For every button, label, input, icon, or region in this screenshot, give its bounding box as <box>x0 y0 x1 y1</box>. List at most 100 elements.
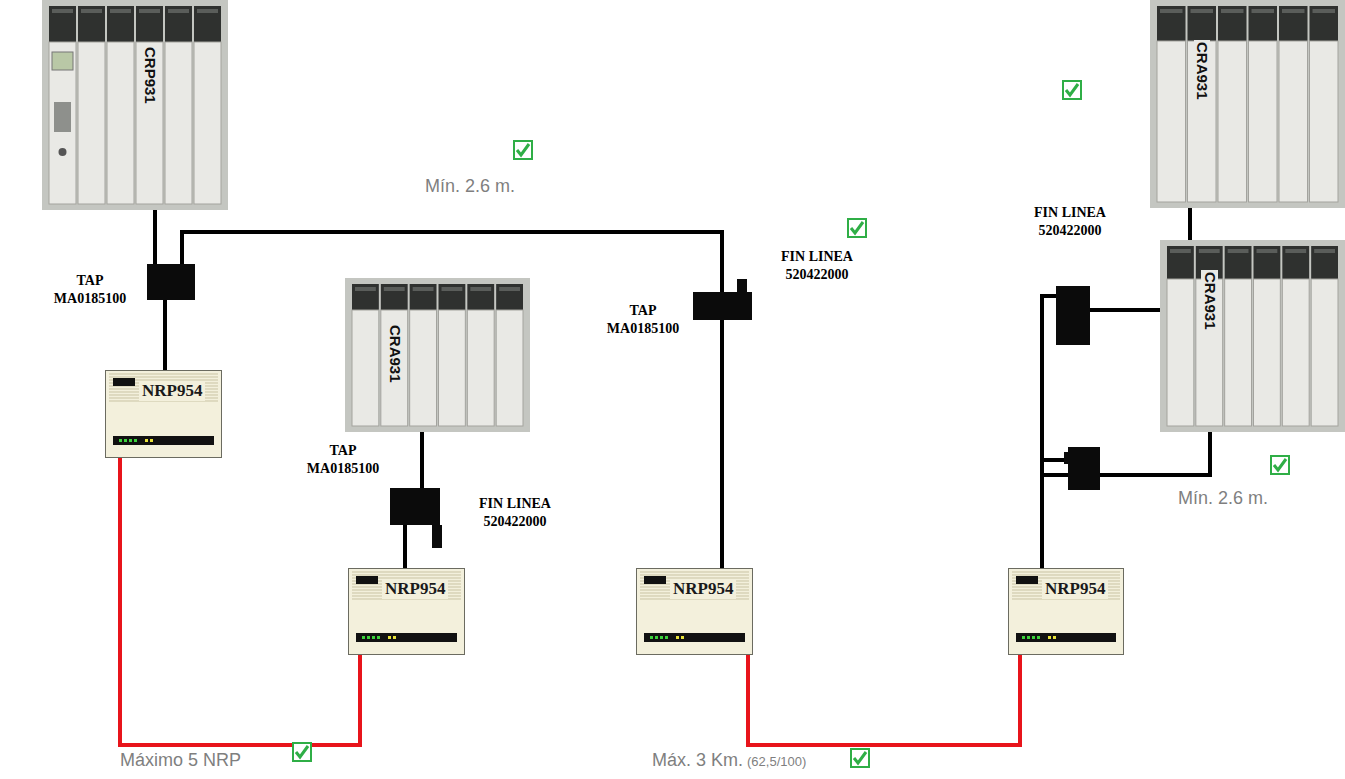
rack-photo <box>345 278 530 432</box>
led-bar <box>644 633 745 642</box>
check-box <box>851 749 869 767</box>
status-led <box>1037 636 1040 639</box>
module-highlight <box>81 9 102 13</box>
part-number: FIN LINEA 520422000 <box>1020 204 1120 239</box>
modbus-plus-cable <box>1042 296 1056 568</box>
module-body <box>410 310 437 426</box>
module-head <box>496 284 523 310</box>
check-mark <box>851 749 869 767</box>
module-head <box>107 6 134 42</box>
check-tick <box>517 144 529 155</box>
case-vent <box>352 575 461 576</box>
module-body <box>1225 279 1252 426</box>
device-name: NRP954 <box>139 382 205 401</box>
led-bar <box>113 436 214 445</box>
module-head <box>1188 6 1217 41</box>
case-vent <box>109 374 218 375</box>
check-box <box>1063 81 1081 99</box>
note-label: Máx. 3 Km. <box>652 750 743 772</box>
status-led <box>1022 636 1025 639</box>
modbus-plus-cable <box>153 210 157 264</box>
check-box <box>293 743 311 761</box>
module-body <box>78 42 105 204</box>
module-highlight <box>1170 249 1191 253</box>
status-led <box>134 439 137 442</box>
device-name: NRP954 <box>382 580 448 599</box>
module-body <box>1311 279 1338 426</box>
status-led <box>362 636 365 639</box>
module-led <box>59 148 67 156</box>
plc-rack-art <box>42 0 228 210</box>
status-led <box>388 636 391 639</box>
junction-tap-port <box>1064 452 1070 464</box>
check-box <box>848 219 866 237</box>
device-name: NRP954 <box>670 580 736 599</box>
part-number: FIN LINEA 520422000 <box>465 495 565 530</box>
module-body <box>49 42 76 204</box>
check-mark <box>1271 456 1289 474</box>
module-head <box>1311 246 1338 279</box>
module-name: CRA931 <box>1194 40 1211 102</box>
module-head <box>1254 246 1281 279</box>
check-tick <box>296 746 308 757</box>
status-led <box>393 636 396 639</box>
module-body <box>352 310 379 426</box>
module-name: CRA931 <box>386 323 403 385</box>
module-body <box>136 42 163 204</box>
junction-tap <box>1068 447 1100 490</box>
module-head <box>1279 6 1308 41</box>
note-label: Máximo 5 NRP <box>120 750 241 772</box>
module-highlight <box>1228 249 1249 253</box>
tap-connector: TAP MA0185100 <box>693 292 752 320</box>
status-led <box>150 439 153 442</box>
module-body <box>496 310 523 426</box>
status-led <box>650 636 653 639</box>
module-head <box>165 6 192 42</box>
device-name: NRP954 <box>1042 580 1108 599</box>
repeater-case <box>349 569 465 655</box>
line-terminator: FIN LINEA 520422000 <box>432 525 442 548</box>
tap-connector-art <box>390 488 440 525</box>
module-body <box>439 310 466 426</box>
module-highlight <box>384 287 405 291</box>
led-bar <box>356 633 457 642</box>
module-body <box>1249 41 1278 202</box>
fiber-repeater: NRP954 <box>348 568 465 655</box>
module-highlight <box>1257 249 1278 253</box>
status-led <box>1053 636 1056 639</box>
part-number: TAP MA0185100 <box>598 302 688 337</box>
module-highlight <box>1252 9 1275 13</box>
module-head <box>1167 246 1194 279</box>
module-body <box>1188 41 1217 202</box>
plc-rack-art <box>1150 0 1345 208</box>
module-body <box>1157 41 1186 202</box>
tap-connector-art <box>147 264 195 300</box>
modbus-plus-cable <box>403 525 407 568</box>
plc-rack: CRP931 <box>42 0 228 210</box>
status-led <box>119 439 122 442</box>
module-body <box>1254 279 1281 426</box>
repeater-badge <box>356 576 378 584</box>
status-led <box>655 636 658 639</box>
line-terminator-art <box>1056 286 1090 345</box>
status-led <box>660 636 663 639</box>
case-vent <box>640 572 749 573</box>
check-mark <box>293 743 311 761</box>
status-led <box>676 636 679 639</box>
check-tick <box>1274 459 1286 470</box>
tap-connector-art <box>693 292 752 320</box>
module-highlight <box>1314 249 1335 253</box>
check-box <box>514 141 532 159</box>
module-head <box>78 6 105 42</box>
module-head <box>1310 6 1339 41</box>
line-terminator: FIN LINEA 520422000 <box>737 279 747 292</box>
fiber-repeater: NRP954 <box>1008 568 1124 655</box>
module-highlight <box>139 9 160 13</box>
module-highlight <box>355 287 376 291</box>
module-head <box>136 6 163 42</box>
repeater-badge <box>113 378 135 386</box>
module-highlight <box>1160 9 1183 13</box>
case-vent <box>1012 575 1120 576</box>
module-highlight <box>470 287 491 291</box>
